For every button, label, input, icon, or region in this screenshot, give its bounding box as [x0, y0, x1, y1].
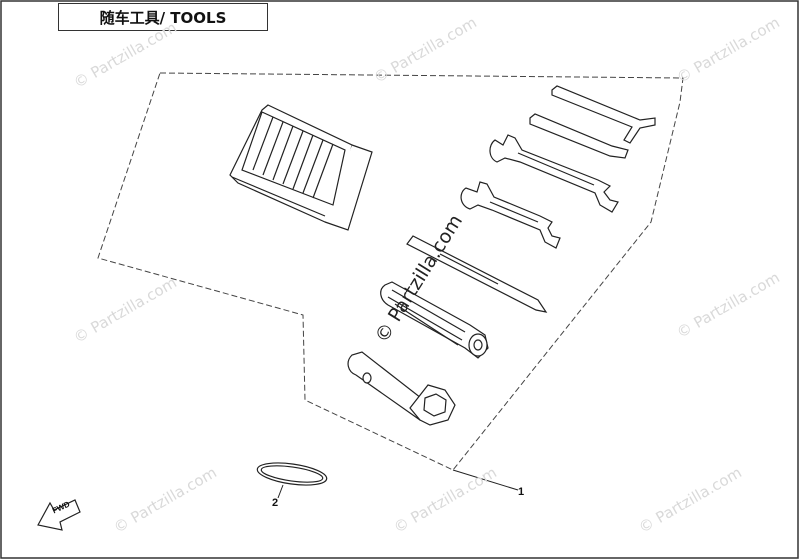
- tool-bag: [229, 104, 373, 231]
- wrench-lower: [460, 181, 561, 249]
- spark-plug-socket: [347, 351, 456, 426]
- screwdriver-bit: [406, 235, 548, 313]
- diagram-title: 随车工具/ TOOLS: [58, 3, 268, 31]
- leader-line-2: [277, 484, 284, 499]
- callout-2: 2: [272, 497, 279, 509]
- wrench-upper: [489, 134, 619, 213]
- hex-key-large: [551, 85, 656, 144]
- fwd-arrow: [37, 499, 81, 531]
- leader-line-1: [452, 469, 519, 491]
- callout-1: 1: [518, 486, 525, 498]
- kit-boundary: [97, 72, 684, 471]
- rubber-band: [256, 462, 328, 486]
- hex-key-small: [529, 113, 629, 159]
- screwdriver-handle: [380, 281, 489, 359]
